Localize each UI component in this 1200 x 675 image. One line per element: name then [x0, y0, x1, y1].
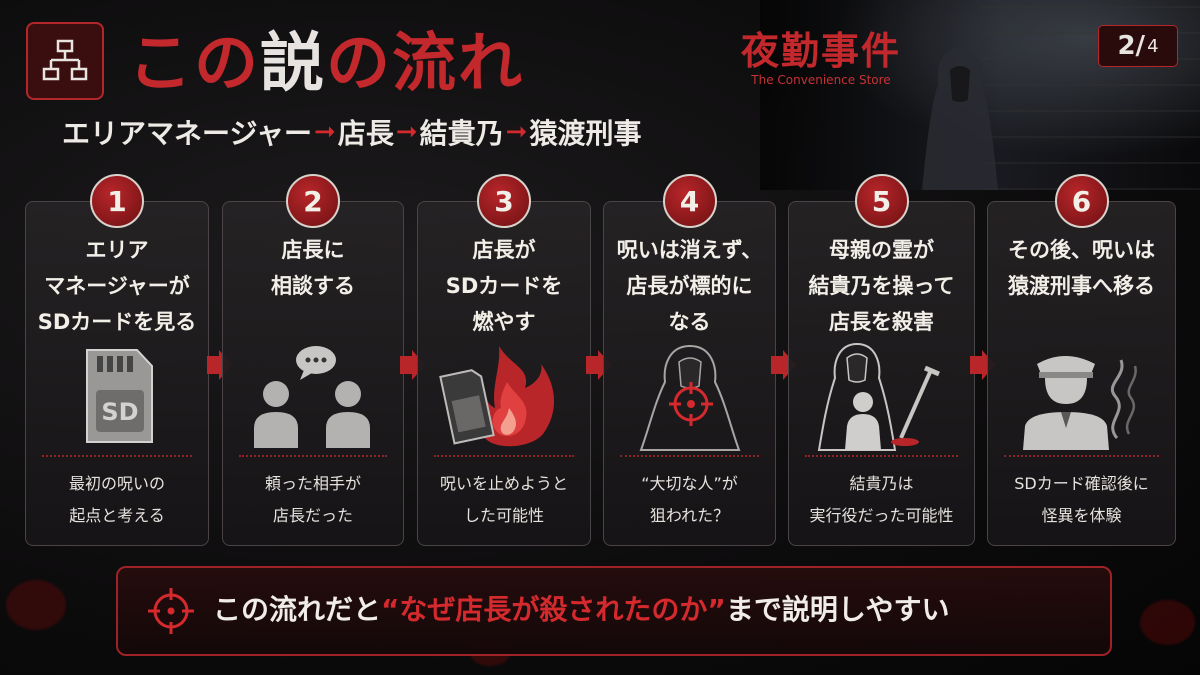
- sd-card-icon: SD: [86, 349, 153, 443]
- step-number: 2: [286, 174, 340, 228]
- step-title: その後、呪いは猿渡刑事へ移る: [1008, 238, 1155, 298]
- flow-arrow-icon: [771, 350, 796, 380]
- flowchart-icon: [42, 39, 88, 81]
- step-note: SDカード確認後に怪異を体験: [1014, 474, 1149, 525]
- page-title: この説の流れ: [128, 26, 524, 101]
- chain-arrow-icon: ➞: [395, 117, 418, 147]
- flow-arrow-icon: [970, 350, 995, 380]
- conclusion-text: この流れだと“なぜ店長が殺されたのか”まで説明しやすい: [213, 593, 950, 626]
- step-note: 頼った相手が店長だった: [264, 474, 361, 525]
- step-title: 呪いは消えず、店長が標的になる: [616, 238, 763, 334]
- step-number: 5: [854, 174, 909, 228]
- chain-item: エリアマネージャー: [62, 117, 313, 150]
- chain-item: 店長: [337, 117, 394, 150]
- step-card-4: 4 呪いは消えず、店長が標的になる “大切な人”が狙われた？: [603, 174, 776, 546]
- blood-splat: [1140, 600, 1195, 645]
- brand-logo: 夜勤事件 The Convenience Store: [736, 20, 906, 87]
- step-number: 6: [1054, 174, 1109, 228]
- brand-title: 夜勤事件: [740, 28, 901, 73]
- step-number: 4: [662, 174, 717, 228]
- divider: [805, 455, 958, 457]
- flowchart-icon-box: [26, 22, 104, 100]
- relationship-chain: エリアマネージャー ➞ 店長 ➞ 結貴乃 ➞ 猿渡刑事: [62, 112, 641, 152]
- step-card-2: 2 店長に相談する 頼った相手が店長だった: [222, 174, 404, 546]
- chain-item: 猿渡刑事: [529, 117, 642, 150]
- sd-label: SD: [101, 398, 138, 426]
- divider: [239, 455, 387, 457]
- conclusion-banner: この流れだと“なぜ店長が殺されたのか”まで説明しやすい: [116, 566, 1112, 656]
- step-title: 母親の霊が結貴乃を操って店長を殺害: [808, 238, 955, 334]
- page-indicator: 2/4: [1098, 25, 1178, 67]
- chain-arrow-icon: ➞: [314, 117, 336, 147]
- officer-smoke-icon: [1022, 356, 1137, 450]
- step-card-6: 6 その後、呪いは猿渡刑事へ移る SDカード確認後に怪異を体験: [987, 174, 1176, 546]
- brand-subtitle: The Convenience Store: [751, 73, 891, 87]
- chain-item: 結貴乃: [419, 117, 504, 150]
- crosshair-icon: [148, 588, 194, 634]
- flow-arrow-icon: [400, 350, 425, 380]
- divider: [434, 455, 574, 457]
- divider: [42, 455, 192, 457]
- divider: [620, 455, 759, 457]
- step-note: 最初の呪いの起点と考える: [68, 474, 165, 525]
- step-number: 3: [477, 174, 531, 228]
- divider: [1004, 455, 1159, 457]
- step-note: 呪いを止めようとした可能性: [439, 474, 568, 525]
- step-note: 結貴乃は実行役だった可能性: [809, 474, 954, 525]
- people-chat-icon: [254, 346, 370, 448]
- step-title: 店長に相談する: [271, 238, 355, 298]
- burning-sd-icon: [439, 346, 555, 447]
- flow-arrow-icon: [207, 350, 232, 380]
- ghost-figure-icon: [922, 48, 998, 190]
- step-number: 1: [90, 174, 144, 228]
- flow-arrow-icon: [586, 350, 611, 380]
- target-ghost-icon: [639, 344, 740, 451]
- step-note: “大切な人”が狙われた？: [641, 474, 738, 525]
- chain-arrow-icon: ➞: [505, 117, 528, 147]
- step-card-5: 5 母親の霊が結貴乃を操って店長を殺害 結貴乃は実行役だった可能性: [788, 174, 975, 546]
- ghost-mother-daughter-icon: [817, 342, 940, 451]
- blood-splat: [6, 580, 66, 630]
